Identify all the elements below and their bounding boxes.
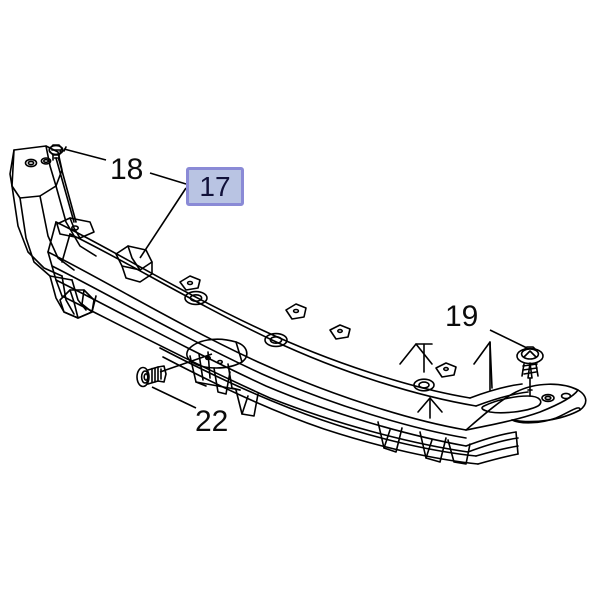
leader-line-17 — [139, 187, 187, 259]
beam-hole-bosses — [184, 290, 435, 392]
callout-17-text: 17 — [199, 170, 231, 202]
fastener-19-screw — [516, 346, 544, 397]
left-top-mount-pad — [56, 217, 95, 239]
section-arrow-marks — [399, 343, 443, 419]
leader-line-18 — [63, 148, 107, 161]
leader-line-22-upper — [159, 353, 213, 373]
leader-line-19 — [489, 329, 528, 349]
fastener-22-bolt — [136, 365, 167, 388]
beam-lower-flange — [159, 347, 479, 465]
impact-bar-assembly — [9, 145, 587, 465]
beam-top-surface — [55, 221, 477, 407]
beam-raised-tab-left — [115, 245, 153, 283]
callout-label-22[interactable]: 22 — [195, 405, 229, 438]
right-lower-gussets — [377, 421, 471, 465]
right-end-plate — [465, 383, 587, 465]
leader-line-22-lower — [151, 386, 197, 409]
center-plate-support — [213, 367, 231, 395]
callout-label-17-highlighted[interactable]: 17 — [186, 167, 244, 206]
center-lower-gusset — [235, 389, 259, 417]
leader-line-18-to-17 — [149, 172, 187, 185]
beam-clip-ears — [179, 275, 457, 378]
callout-label-19[interactable]: 19 — [445, 300, 479, 333]
right-end-reference-bracket — [473, 341, 493, 391]
beam-front-face — [47, 251, 469, 453]
beam-left-closure — [47, 221, 71, 297]
fastener-18-bolt — [48, 144, 77, 223]
callout-label-18[interactable]: 18 — [110, 153, 144, 186]
